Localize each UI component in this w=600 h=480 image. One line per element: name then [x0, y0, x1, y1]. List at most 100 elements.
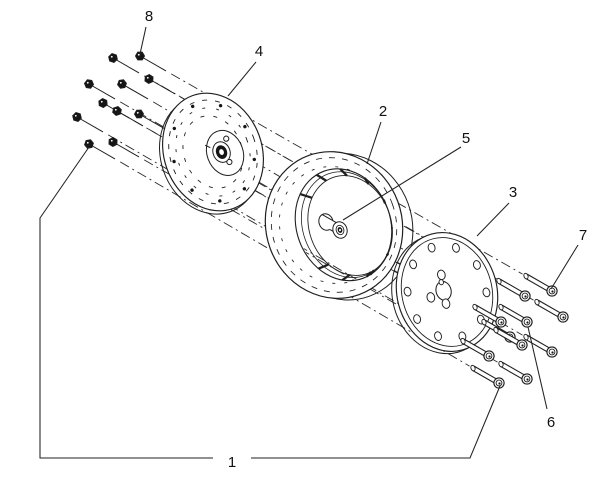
- wheel-face-hole: [243, 124, 247, 129]
- tire-rib-mark: [369, 269, 375, 276]
- hex-nut: [112, 106, 122, 116]
- disc-rim-hole: [427, 242, 436, 253]
- bolts: [460, 272, 569, 389]
- tire-rib-mark: [385, 252, 390, 257]
- fastener-axis-line: [281, 159, 406, 294]
- hex-nut: [108, 53, 118, 63]
- hex-nut: [72, 112, 82, 122]
- wheel-face-hole: [218, 103, 223, 108]
- tire-rib-mark: [299, 192, 313, 199]
- hex-nut: [108, 136, 118, 148]
- disc-rim-hole: [434, 331, 442, 341]
- tire-rib-mark: [341, 273, 351, 282]
- callout-label-7: 7: [579, 227, 587, 244]
- tire-rib-mark: [339, 168, 348, 177]
- hub-lug-hole: [223, 135, 230, 142]
- tire-rib-mark: [390, 227, 394, 230]
- nut-highlight: [146, 76, 149, 79]
- wheel-face-hole: [190, 188, 194, 192]
- hex-nuts: [72, 51, 154, 149]
- callout-label-5: 5: [462, 130, 470, 147]
- callout-label-3: 3: [509, 184, 517, 201]
- hex-nut: [84, 139, 94, 149]
- callout-leader-1: [39, 146, 213, 459]
- bolt-head-hex: [521, 292, 529, 300]
- nut-shaft-line: [112, 141, 140, 158]
- tire-rib-mark: [382, 199, 387, 204]
- tire-rib-mark: [316, 173, 327, 182]
- wheel-half-right: [391, 232, 499, 355]
- callout-label-8: 8: [145, 8, 153, 25]
- disc-rim-hole: [482, 287, 491, 298]
- wheel-face-hole: [172, 159, 176, 164]
- bolt-head-center: [526, 378, 529, 381]
- callout-leader-5: [342, 146, 462, 221]
- bolt-tip-chamfer: [470, 364, 476, 372]
- wheel-face-hole: [252, 157, 256, 162]
- callout-leader-7: [550, 244, 579, 290]
- disc-rim-hole: [452, 243, 460, 253]
- nut-highlight: [137, 53, 140, 56]
- hex-nut: [144, 73, 154, 85]
- callout-leader-4: [227, 61, 257, 97]
- disc-rim-hole: [472, 260, 481, 270]
- wheel-texture-ring: [175, 107, 251, 197]
- nut-highlight: [110, 139, 113, 142]
- wheel-face-hole: [242, 187, 247, 191]
- bolt-head-center: [498, 382, 501, 385]
- disc-rim-hole: [409, 259, 418, 270]
- bolt-tip-chamfer: [523, 333, 529, 341]
- disc-lug-hole: [441, 298, 451, 309]
- bushing-bore-ring: [335, 224, 345, 236]
- bolt-head-hex: [523, 318, 531, 326]
- wheel-half-left: [159, 92, 264, 215]
- wheel-face-hole: [218, 199, 222, 203]
- bolt-head-center: [500, 321, 503, 324]
- callout-label-1: 1: [228, 454, 236, 471]
- hex-nut: [98, 97, 108, 109]
- nut-shaft-line: [138, 113, 166, 130]
- nut-highlight: [86, 81, 89, 84]
- callout-leader-2: [366, 121, 382, 165]
- bolt-head-center: [526, 321, 529, 324]
- hex-nut: [133, 109, 145, 119]
- callout-label-2: 2: [379, 103, 387, 120]
- tire-rib-mark: [318, 263, 330, 270]
- bolt-tip-chamfer: [472, 303, 478, 311]
- nut-shaft-line: [112, 57, 140, 74]
- bolt-tip-chamfer: [481, 318, 487, 326]
- bolt-head-hex: [485, 352, 493, 360]
- nut-highlight: [136, 111, 139, 114]
- callout-leader-1: [251, 385, 501, 459]
- tire-rib-mark: [365, 271, 372, 278]
- nut-shaft-line: [88, 143, 116, 160]
- bolt-tip-chamfer: [534, 298, 540, 306]
- bolt-head-center: [551, 290, 554, 293]
- nut-highlight: [86, 141, 89, 144]
- wheel-face-hole: [172, 126, 177, 131]
- hex-nut: [83, 79, 95, 89]
- nut-highlight: [119, 81, 122, 84]
- bolt-tip-chamfer: [498, 360, 504, 368]
- bolt-head-center: [562, 316, 565, 319]
- disc-rim-lip: [400, 237, 494, 347]
- wheel-texture-ring: [168, 99, 258, 205]
- nut-shaft-line: [139, 55, 167, 72]
- bolt-head-center: [488, 355, 491, 358]
- bolt-head-hex: [548, 348, 556, 356]
- bolt-head-hex: [518, 341, 526, 349]
- hub-bore-ring: [212, 141, 231, 163]
- bushing-bore-core: [339, 228, 341, 232]
- bolt-head-hex: [523, 375, 531, 383]
- callout-leader-8: [139, 26, 147, 55]
- nut-highlight: [110, 55, 113, 58]
- bolt-tip-chamfer: [496, 277, 502, 285]
- bolt-head-hex: [559, 313, 567, 321]
- hex-nut: [134, 51, 146, 61]
- callout-label-6: 6: [547, 414, 555, 431]
- bolt-head-center: [521, 344, 524, 347]
- wheel-face-hole: [190, 104, 195, 109]
